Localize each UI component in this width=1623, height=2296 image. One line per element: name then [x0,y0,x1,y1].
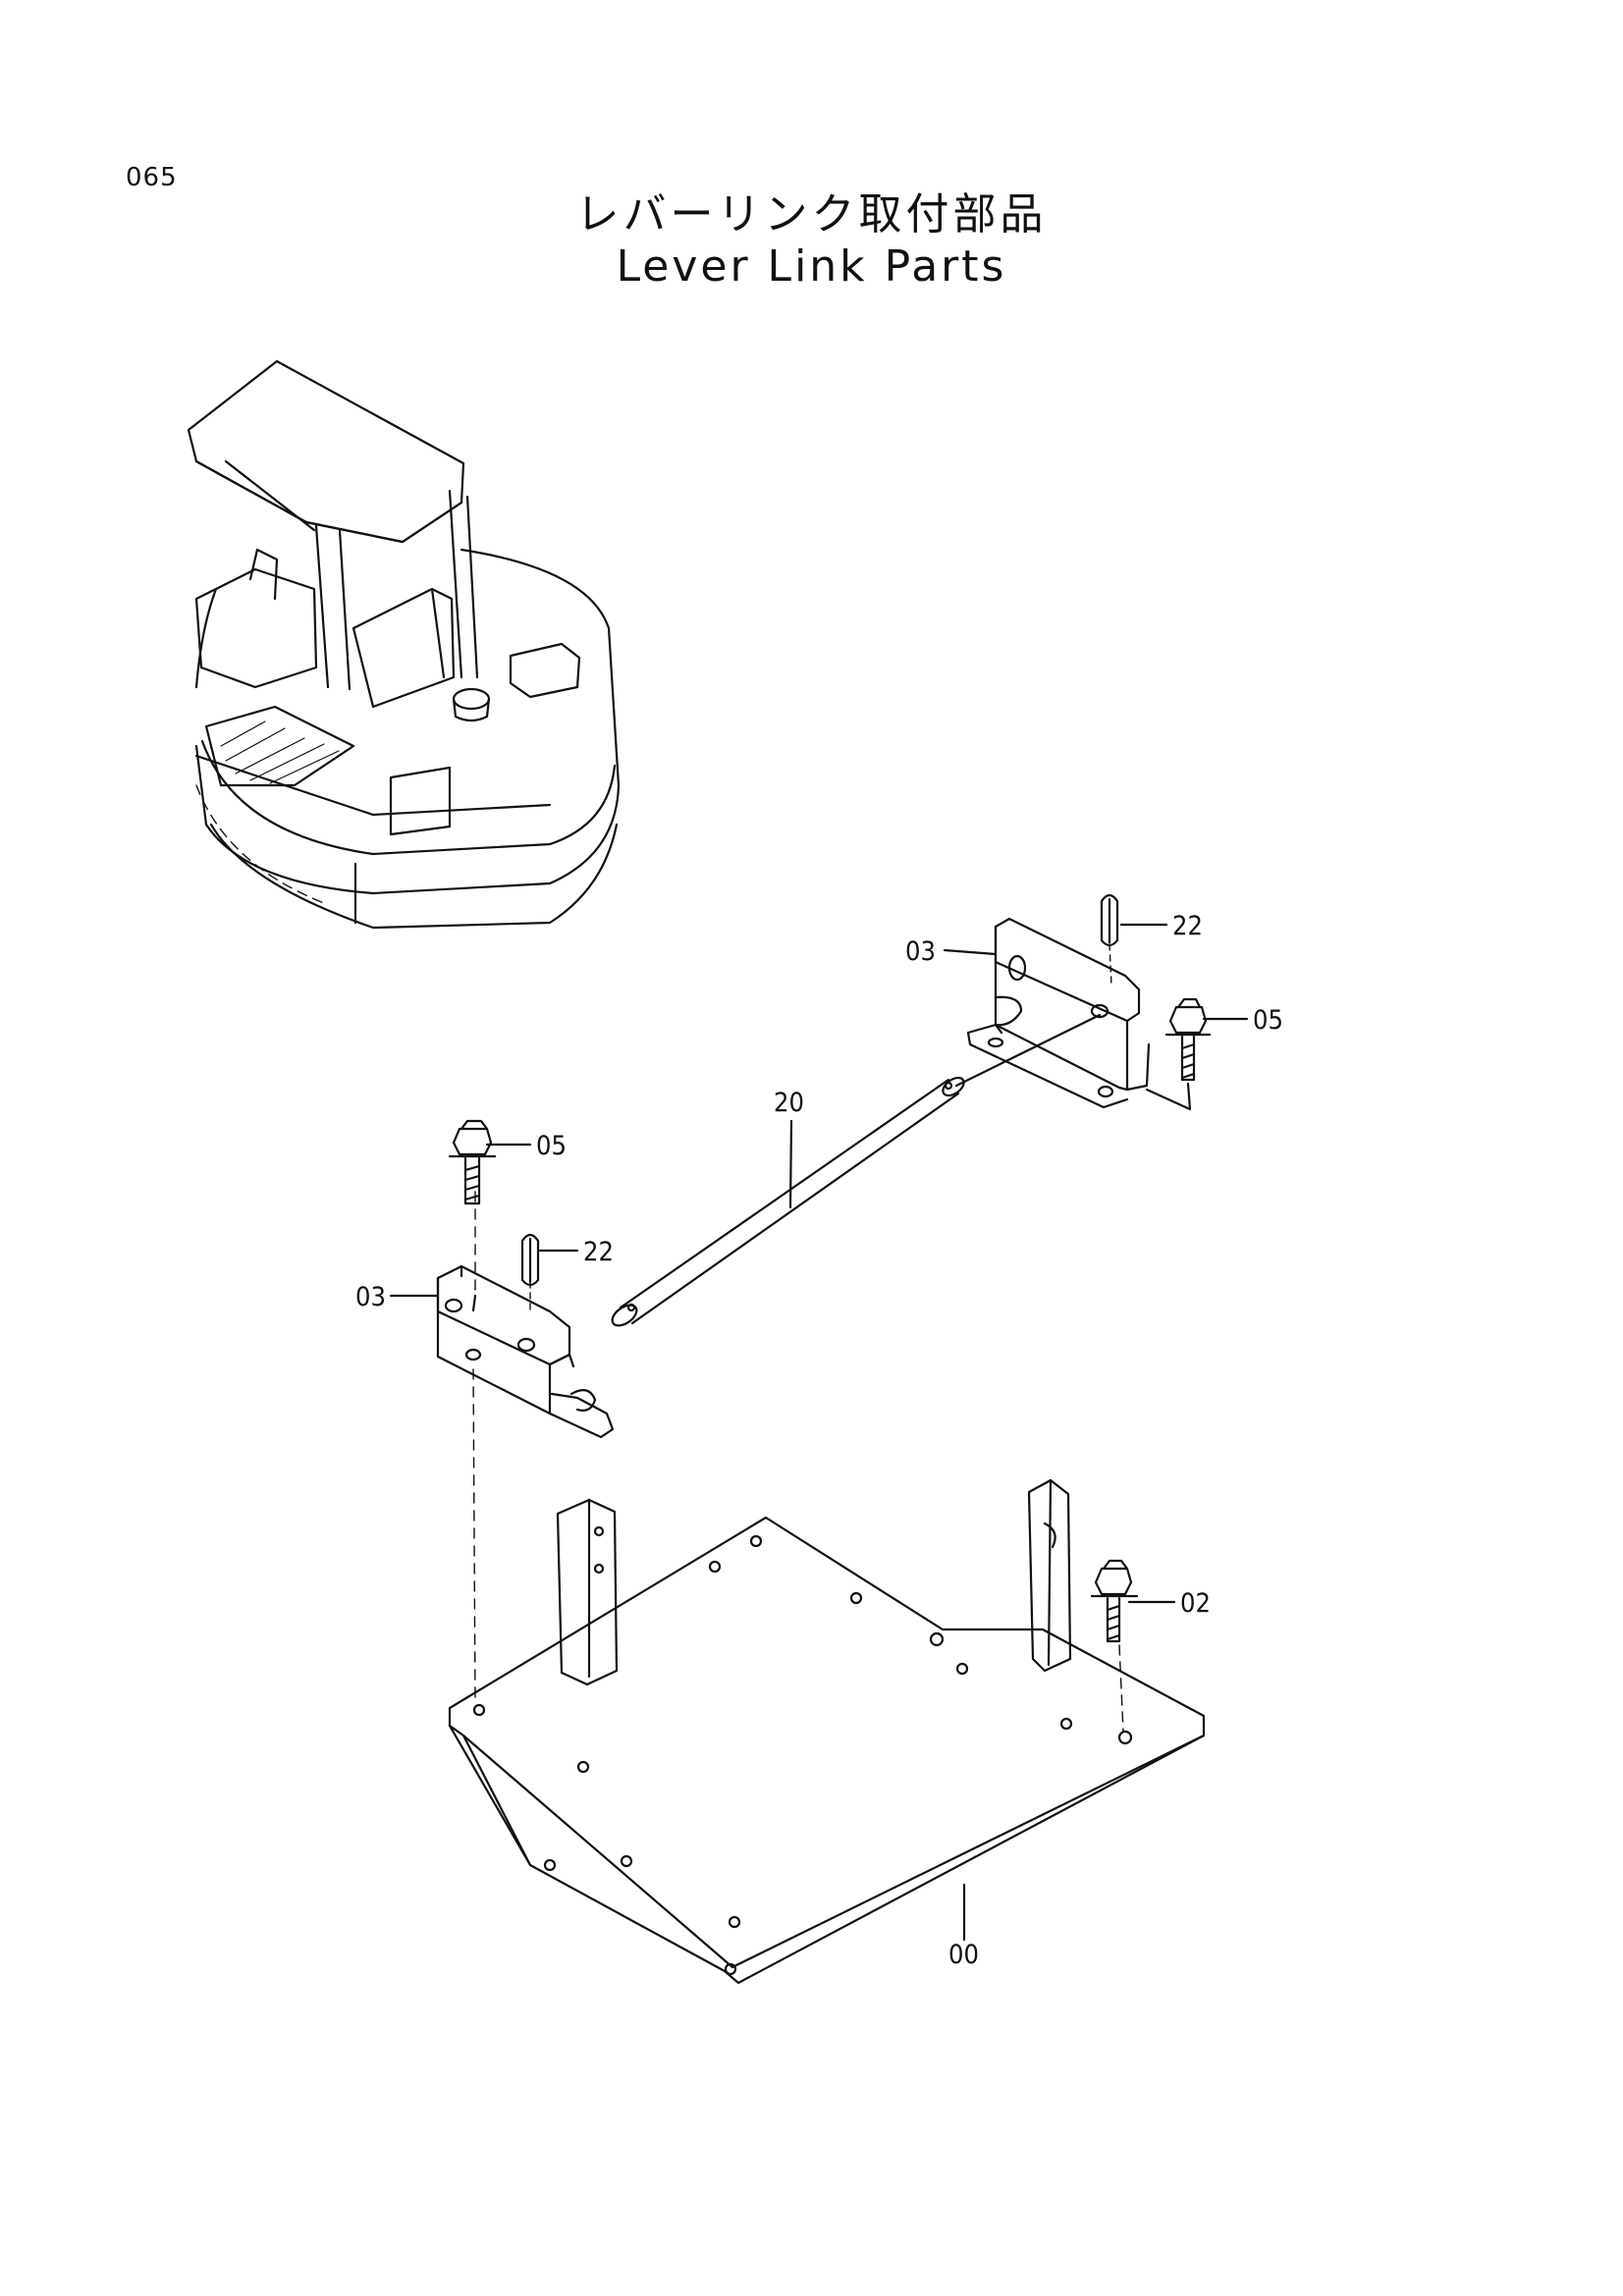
callout-03-right: 03 [905,936,936,967]
pin-left-part-22 [520,1233,579,1312]
callout-22-left: 22 [583,1237,614,1267]
bracket-left-part-03 [389,1191,615,1704]
shaft-part-20 [611,1076,965,1327]
base-plate-part-00 [448,1478,1206,1985]
page-title-english: Lever Link Parts [616,241,1007,292]
callout-02: 02 [1180,1588,1211,1619]
callout-05-left: 05 [536,1131,567,1161]
page-number: 065 [126,163,178,192]
bolt-left-part-05 [448,1119,532,1205]
callout-00: 00 [948,1940,979,1970]
callout-22-right: 22 [1172,911,1203,941]
bolt-part-02 [1090,1559,1176,1733]
bolt-right-part-05 [1145,997,1249,1111]
callout-05-right: 05 [1253,1005,1283,1036]
callout-20: 20 [774,1088,804,1118]
callout-03-left: 03 [355,1282,386,1312]
bracket-right-part-03 [943,917,1151,1109]
pin-right-part-22 [1100,893,1168,987]
excavator-overview-illustration [187,359,621,930]
page-title-japanese: レバーリンク取付部品 [575,189,1048,240]
